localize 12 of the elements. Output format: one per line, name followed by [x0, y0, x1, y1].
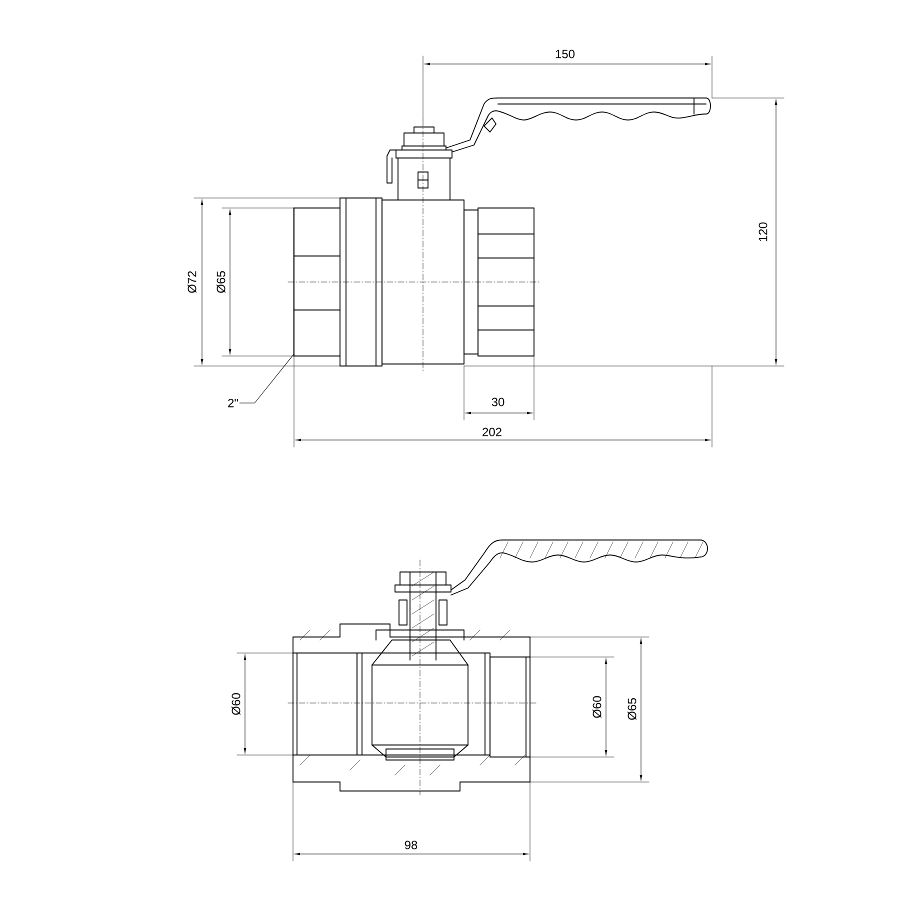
dimension-text: 98 [404, 840, 418, 850]
dimension-text: Ø65 [216, 271, 226, 293]
dimension-text: Ø72 [188, 271, 196, 293]
dimension-text: Ø60 [592, 696, 602, 718]
dimension-text: Ø65 [628, 698, 636, 720]
thread-size-label: 2" [228, 398, 238, 408]
dimension-text: 202 [482, 428, 502, 436]
dimension-text: 120 [758, 222, 768, 242]
dimension-text: Ø60 [232, 693, 240, 715]
leader-line [239, 354, 294, 404]
dimension-text: 30 [492, 398, 504, 406]
dimension-text: 150 [556, 50, 575, 58]
